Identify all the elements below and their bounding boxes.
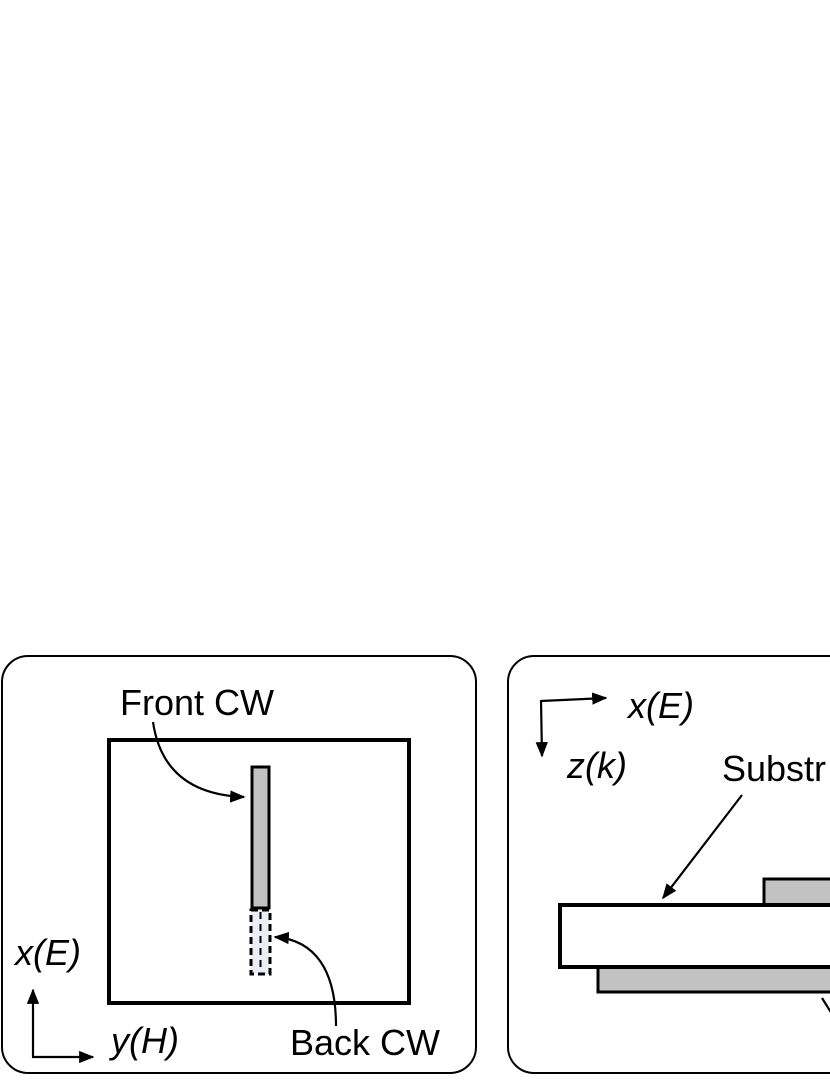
top-view-panel: Front CW Back CW x(E) y(H) [1, 655, 477, 1074]
axis-label-x-e: x(E) [626, 685, 694, 726]
substrate-arrow [662, 794, 743, 900]
substrate-outline [107, 738, 411, 1005]
front-cw-label: Front CW [120, 682, 274, 723]
front-cw-strip [250, 765, 271, 910]
back-cw-strip [596, 964, 830, 994]
axis-label-z-k: z(k) [566, 745, 627, 786]
substrate-label: Substr [722, 748, 826, 789]
panel-frame [507, 655, 830, 1074]
panel-frame [1, 655, 477, 1074]
back-cw-label: Back CW [290, 1022, 440, 1063]
back-cw-arrow [273, 931, 338, 1027]
axis-vertical-arrow [535, 699, 548, 758]
axis-label-x-e: x(E) [13, 932, 81, 973]
substrate-block [558, 903, 830, 969]
front-cw-arrow [151, 721, 246, 803]
back-cw-pointer-stub [821, 997, 830, 1013]
axis-label-y-h: y(H) [108, 1020, 179, 1061]
side-view-panel: x(E) z(k) Substr [507, 655, 830, 1074]
front-cw-strip [762, 877, 830, 907]
axis-horizontal-arrow [540, 692, 608, 705]
